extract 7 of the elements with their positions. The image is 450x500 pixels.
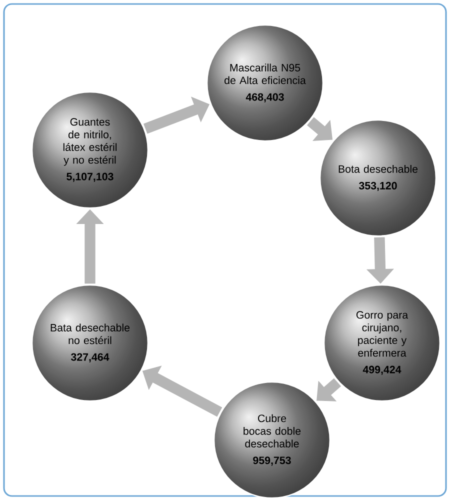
circle-node: Bota desechable 353,120	[319, 119, 437, 237]
circle-node: Guantes de nitrilo, látex estéril y no estéril 5,107,103	[31, 91, 149, 209]
circle-node: Bata desechable no estéril 327,464	[31, 284, 149, 402]
circle-node: Mascarilla N95 de Alta eficiencia 468,403	[206, 24, 324, 142]
circle-node: Cubre bocas doble desechable 959,753	[213, 381, 331, 499]
circle-node: Gorro para cirujano, paciente y enfermera 499,424	[323, 284, 441, 402]
block-arrow	[316, 378, 342, 402]
